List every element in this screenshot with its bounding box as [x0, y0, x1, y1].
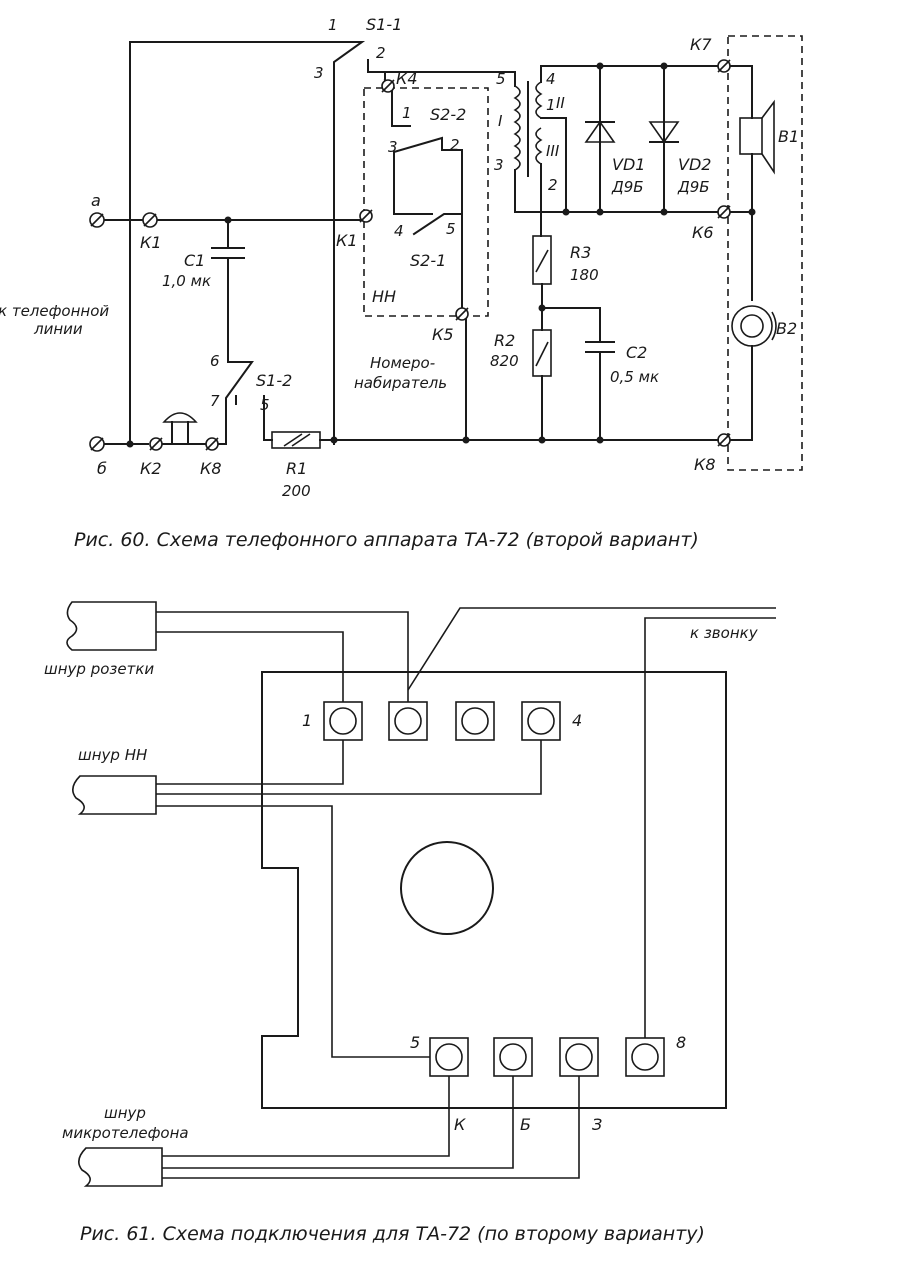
label-vd1-type: Д9Б	[611, 178, 644, 196]
microphone-b2	[731, 305, 773, 347]
label-terminal-1: 1	[302, 711, 312, 730]
label-b2: B2	[776, 319, 797, 338]
pin-2: 2	[376, 44, 386, 62]
winding-i-label: I	[498, 112, 503, 130]
board-center-hole	[400, 841, 494, 935]
wire-to-bell-2	[644, 617, 776, 1038]
label-k2: К2	[140, 459, 162, 478]
label-terminal-8: 8	[676, 1033, 686, 1052]
label-s2-2: S2-2	[430, 105, 466, 124]
figure-61-wiring: шнур розетки шнур НН шнур микротелефона …	[44, 601, 776, 1245]
transformer-winding-i	[513, 85, 521, 171]
diode-vd2	[648, 121, 680, 144]
label-wire-b: Б	[520, 1115, 531, 1134]
transformer-winding-iii	[535, 127, 543, 165]
pin-4-s2: 4	[394, 222, 404, 240]
label-terminal-b: б	[97, 459, 107, 478]
pin-2-tr: 2	[548, 176, 558, 194]
resistor-r1	[271, 431, 321, 449]
label-r1: R1	[286, 459, 307, 478]
speaker-b1	[739, 117, 763, 155]
wire-s1-1-2	[367, 59, 386, 81]
terminal-board	[261, 671, 727, 1109]
pin-2-s2: 2	[450, 136, 460, 154]
label-k1-left: К1	[140, 233, 162, 252]
winding-ii-label: II	[556, 94, 565, 112]
label-c2: C2	[626, 343, 647, 362]
label-wire-k: К	[454, 1115, 466, 1134]
label-s1-2: S1-2	[256, 371, 292, 390]
label-dialer-1: Номеро-	[370, 354, 435, 372]
label-r3: R3	[570, 243, 591, 262]
pin-1-tr: 1	[546, 96, 556, 114]
label-dialer-2: набиратель	[354, 374, 447, 392]
handset-box	[727, 35, 803, 471]
label-k8-right: К8	[694, 455, 716, 474]
figure-61-caption: Рис. 61. Схема подключения для ТА-72 (по…	[80, 1223, 705, 1245]
dialer-box	[363, 87, 489, 317]
label-vd1: VD1	[612, 155, 645, 174]
pin-3-tr: 3	[494, 156, 504, 174]
pin-1-s2: 1	[402, 104, 412, 122]
transformer-winding-ii	[535, 81, 543, 119]
label-c1: C1	[184, 251, 205, 270]
label-nn: НН	[372, 287, 396, 306]
label-terminal-5: 5	[410, 1033, 420, 1052]
label-r2-value: 820	[490, 352, 519, 370]
label-vd2-type: Д9Б	[677, 178, 710, 196]
socket-cord	[66, 601, 157, 651]
label-k8-left: К8	[200, 459, 222, 478]
nn-cord	[72, 775, 157, 815]
label-k6: К6	[692, 223, 714, 242]
label-c2-value: 0,5 мк	[610, 368, 659, 386]
label-terminal-a: а	[91, 191, 101, 210]
pin-5-s1: 5	[260, 396, 270, 414]
label-k1-right: К1	[336, 231, 358, 250]
pin-1: 1	[328, 16, 338, 34]
label-k7: К7	[690, 35, 712, 54]
label-vd2: VD2	[678, 155, 711, 174]
pin-3-s2: 3	[388, 138, 398, 156]
pin-7: 7	[210, 392, 220, 410]
switch-s2	[393, 151, 433, 215]
figure-60-schematic: а б к телефонной линии К1 К1 К4 К5 К7 К6…	[0, 15, 803, 551]
pin-3: 3	[314, 64, 324, 82]
diode-vd1	[584, 120, 616, 143]
figure-60-caption: Рис. 60. Схема телефонного аппарата ТА-7…	[74, 529, 699, 551]
label-r1-value: 200	[282, 482, 311, 500]
label-nn-cord: шнур НН	[78, 746, 147, 764]
label-c1-value: 1,0 мк	[162, 272, 211, 290]
label-handset-cord-2: микротелефона	[62, 1124, 189, 1142]
label-handset-cord-1: шнур	[104, 1104, 146, 1122]
label-terminal-4: 4	[572, 711, 582, 730]
winding-iii-label: III	[546, 142, 560, 160]
switch-s1-1	[333, 41, 366, 445]
label-r2: R2	[494, 331, 515, 350]
label-wire-z: З	[592, 1115, 602, 1134]
terminal-3	[455, 701, 495, 741]
bell-icon	[162, 412, 198, 423]
pin-4-tr: 4	[546, 70, 556, 88]
pin-5-s2: 5	[446, 220, 456, 238]
handset-cord	[78, 1147, 163, 1187]
pin-5-tr: 5	[496, 70, 506, 88]
label-socket-cord: шнур розетки	[44, 660, 154, 678]
pin-6: 6	[210, 352, 220, 370]
label-s2-1: S2-1	[410, 251, 446, 270]
label-line-2: линии	[33, 320, 83, 338]
label-b1: B1	[778, 127, 799, 146]
label-to-bell: к звонку	[690, 624, 759, 642]
label-k5: К5	[432, 325, 454, 344]
wire-to-bell-1	[407, 607, 776, 691]
label-r3-value: 180	[570, 266, 599, 284]
label-line-1: к телефонной	[0, 302, 109, 320]
wire-left-vertical	[129, 41, 343, 445]
label-k4: К4	[396, 69, 418, 88]
label-s1-1: S1-1	[366, 15, 402, 34]
